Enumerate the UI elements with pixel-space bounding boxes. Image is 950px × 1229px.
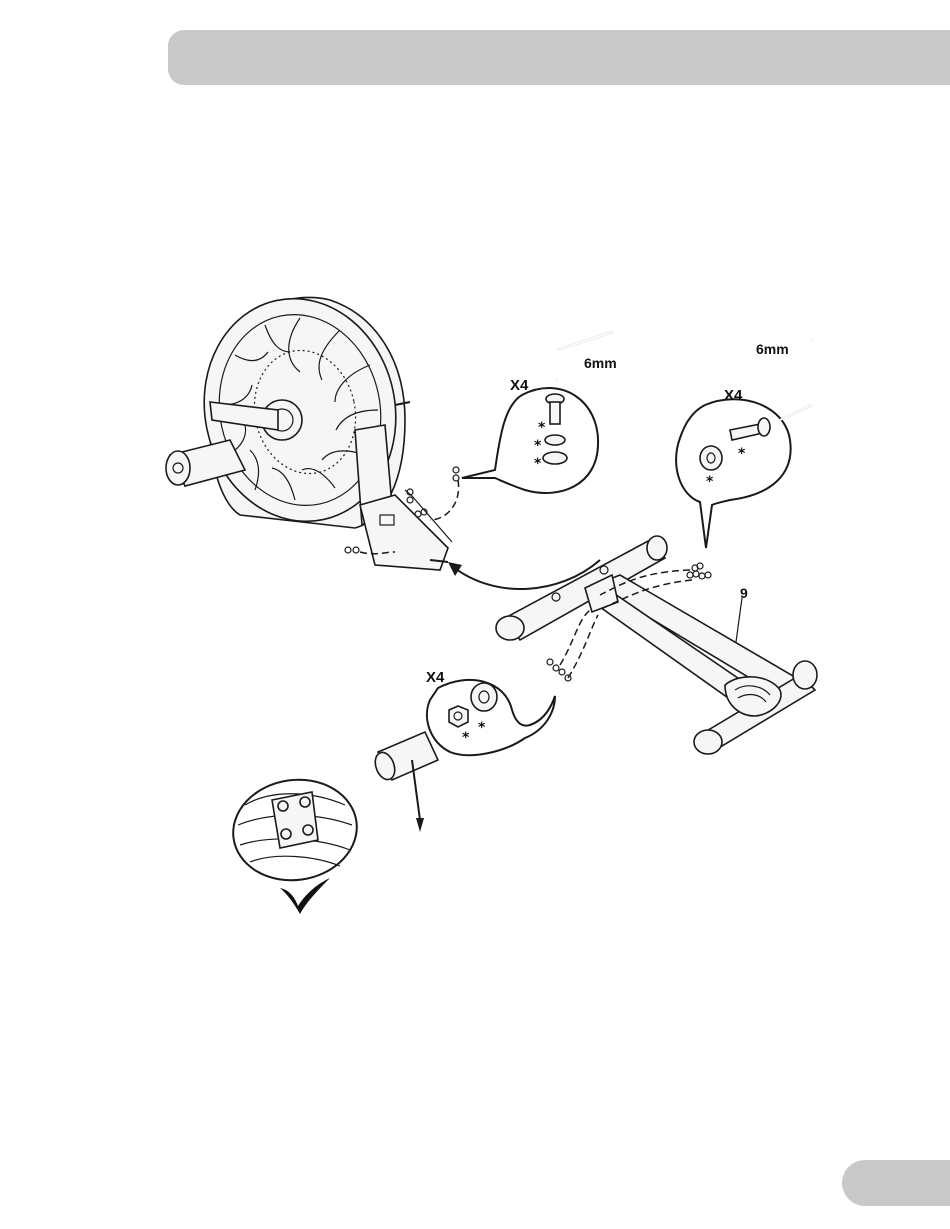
callout-top: X4 6mm * * * (462, 332, 617, 493)
callout-right-mark-2: * (706, 474, 714, 490)
callout-right-qty: X4 (724, 387, 743, 404)
callout-bottom: X4 * * (426, 669, 555, 755)
callout-top-tool: 6mm (584, 355, 617, 371)
part-number-label: 9 (740, 585, 748, 601)
checkmark-icon (280, 878, 330, 914)
callout-top-mark-1: * (538, 420, 546, 436)
callout-bottom-mark-2: * (478, 720, 486, 736)
callout-bottom-qty: X4 (426, 669, 445, 686)
callout-right: X4 6mm * * (676, 340, 812, 548)
rear-stabilizer-frame: 9 (496, 536, 817, 754)
detail-inset (227, 772, 364, 888)
callout-top-mark-3: * (534, 456, 542, 472)
callout-right-mark-1: * (738, 446, 746, 462)
callout-top-qty: X4 (510, 377, 529, 394)
mounting-bracket (360, 490, 452, 570)
socket-wrench-icon (372, 732, 438, 832)
callout-top-mark-2: * (534, 438, 542, 454)
callout-bottom-mark-1: * (462, 730, 470, 746)
callout-right-tool: 6mm (756, 341, 789, 357)
